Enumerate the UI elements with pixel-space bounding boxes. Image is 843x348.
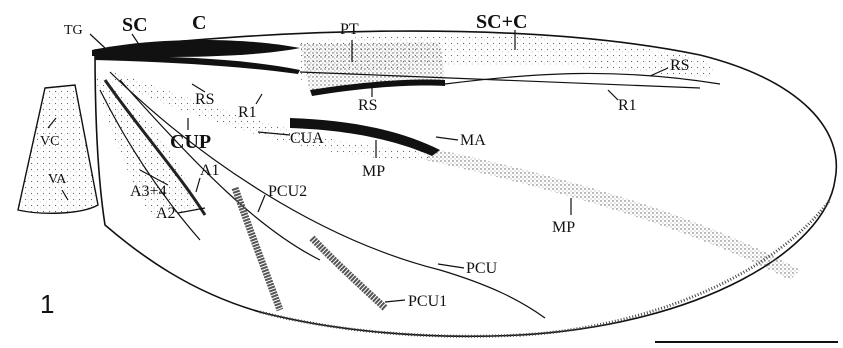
label-rs-mid: RS <box>358 97 378 114</box>
label-pt: PT <box>340 21 359 38</box>
label-ma: MA <box>460 132 486 149</box>
label-r1-base: R1 <box>238 104 257 121</box>
label-rs-base: RS <box>195 91 215 108</box>
label-pcu: PCU <box>466 260 498 277</box>
wing-outline <box>95 31 836 336</box>
label-a3-4: A3+4 <box>130 183 167 200</box>
label-rs-tip: RS <box>670 57 690 74</box>
label-pcu2: PCU2 <box>268 183 307 200</box>
label-c: C <box>192 12 206 34</box>
label-va: VA <box>48 172 67 187</box>
label-mp-tip: MP <box>552 219 575 236</box>
label-a1: A1 <box>200 162 220 179</box>
label-sc: SC <box>122 14 148 36</box>
label-vc: VC <box>40 134 59 149</box>
label-r1-tip: R1 <box>618 97 637 114</box>
label-cua: CUA <box>290 130 324 147</box>
label-pcu1: PCU1 <box>408 293 447 310</box>
label-cup: CUP <box>170 131 211 153</box>
label-sc-c: SC+C <box>476 11 527 33</box>
figure-number: 1 <box>40 289 54 319</box>
label-mp-base: MP <box>362 163 385 180</box>
label-tg: TG <box>64 23 83 38</box>
axillary-sclerite <box>18 85 98 213</box>
label-a2: A2 <box>156 205 176 222</box>
